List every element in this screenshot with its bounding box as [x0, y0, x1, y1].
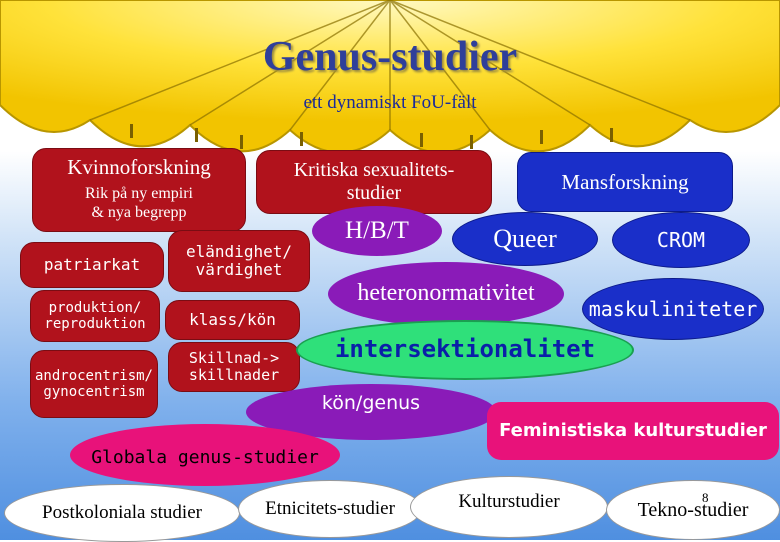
crom-label: CROM — [656, 227, 706, 252]
maskuliniteter-ellipse: maskuliniteter — [582, 278, 764, 340]
mansforskning-label: Mansforskning — [561, 169, 689, 194]
feministiska-label: Feministiska kulturstudier — [499, 419, 767, 441]
kvinnoforskning-sublabel: Rik på ny empiri & nya begrepp — [85, 185, 193, 221]
patriarkat-label: patriarkat — [43, 254, 141, 274]
etnicitets-studier-ellipse: Etnicitets-studier — [238, 480, 422, 538]
kritiska-label: Kritiska sexualitets- studier — [293, 159, 455, 204]
etnicitets-label: Etnicitets-studier — [265, 498, 395, 520]
elandighet-label: eländighet/ värdighet — [186, 241, 292, 279]
page-title: Genus-studier — [262, 34, 518, 80]
feministiska-kulturstudier-box: Feministiska kulturstudier — [487, 402, 779, 460]
tekno-studier-ellipse: Tekno-studier — [606, 480, 780, 540]
patriarkat-box: patriarkat — [20, 242, 164, 288]
tekno-label: Tekno-studier — [637, 498, 749, 521]
page-subtitle: ett dynamiskt FoU-fält — [303, 92, 477, 113]
heteronormativitet-ellipse: heteronormativitet — [328, 262, 564, 326]
kulturstudier-label: Kulturstudier — [458, 491, 560, 513]
postkoloniala-studier-ellipse: Postkoloniala studier — [4, 484, 240, 542]
kvinnoforskning-box: Kvinnoforskning Rik på ny empiri & nya b… — [32, 148, 246, 232]
skillnad-box: Skillnad-> skillnader — [168, 342, 300, 392]
hbt-label: H/B/T — [345, 216, 409, 244]
maskuliniteter-label: maskuliniteter — [588, 296, 758, 321]
intersektionalitet-label: intersektionalitet — [334, 335, 596, 364]
postkoloniala-label: Postkoloniala studier — [42, 502, 202, 524]
produktion-label: produktion/ reproduktion — [44, 299, 146, 332]
globala-genus-studier-ellipse: Globala genus-studier — [70, 424, 340, 486]
heteronormativitet-label: heteronormativitet — [357, 280, 535, 307]
klass-kon-label: klass/kön — [189, 309, 276, 329]
slide-number: 8 — [702, 490, 709, 505]
kon-genus-label: kön/genus — [321, 392, 421, 415]
queer-ellipse: Queer — [452, 212, 598, 266]
queer-label: Queer — [493, 224, 557, 254]
kritiska-sexualitetsstudier-box: Kritiska sexualitets- studier — [256, 150, 492, 214]
produktion-box: produktion/ reproduktion — [30, 290, 160, 342]
skillnad-label: Skillnad-> skillnader — [188, 348, 280, 384]
crom-ellipse: CROM — [612, 212, 750, 268]
klass-kon-box: klass/kön — [165, 300, 300, 340]
intersektionalitet-ellipse: intersektionalitet — [296, 320, 634, 380]
androcentrism-box: androcentrism/ gynocentrism — [30, 350, 158, 418]
elandighet-box: eländighet/ värdighet — [168, 230, 310, 292]
hbt-ellipse: H/B/T — [312, 206, 442, 256]
androcentrism-label: androcentrism/ gynocentrism — [34, 367, 153, 400]
kvinnoforskning-label: Kvinnoforskning — [67, 155, 211, 179]
mansforskning-box: Mansforskning — [517, 152, 733, 212]
umbrella-graphic — [0, 0, 780, 154]
globala-label: Globala genus-studier — [91, 446, 319, 468]
kulturstudier-ellipse: Kulturstudier — [410, 476, 608, 538]
